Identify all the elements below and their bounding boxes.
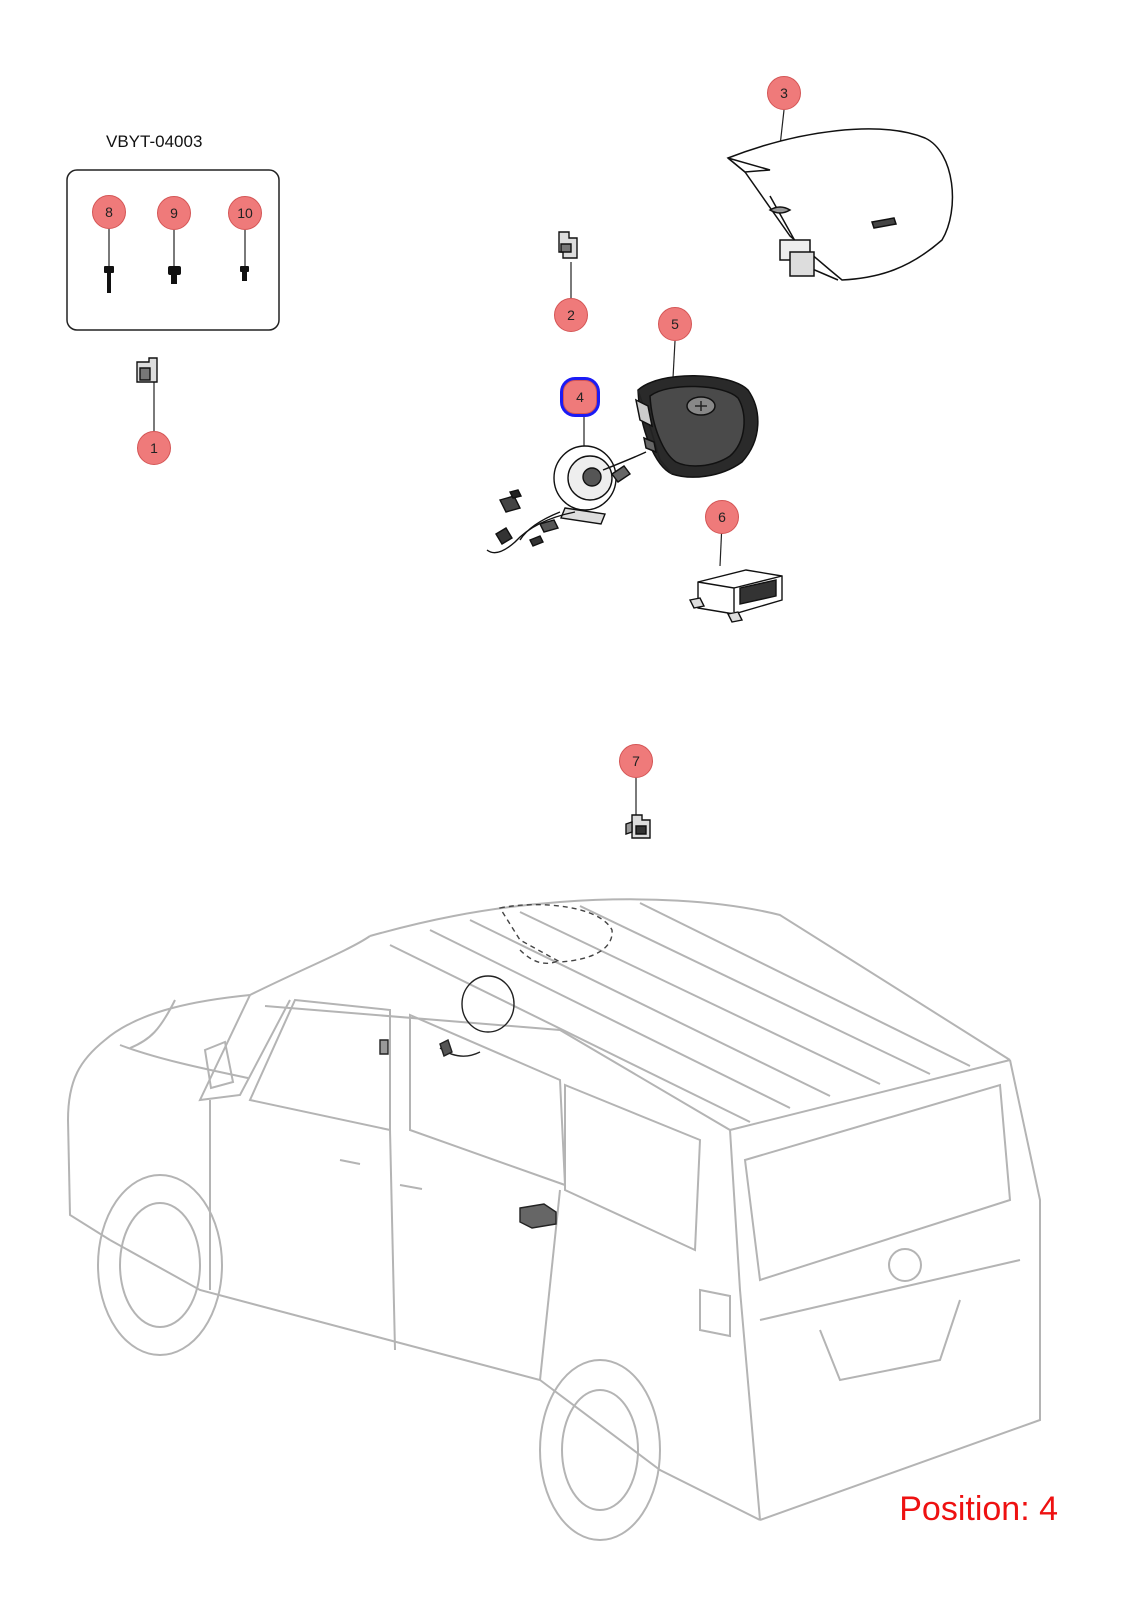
driver-airbag-module — [634, 375, 759, 478]
callout-3[interactable]: 3 — [767, 76, 801, 110]
callout-8[interactable]: 8 — [92, 195, 126, 229]
airbag-control-unit — [688, 569, 783, 623]
installed-parts — [379, 975, 557, 1229]
bolt-flange-icon — [168, 266, 181, 284]
callout-4[interactable]: 4 — [563, 380, 597, 414]
callout-2[interactable]: 2 — [554, 298, 588, 332]
callout-6[interactable]: 6 — [705, 500, 739, 534]
clock-spring-part4 — [486, 445, 647, 554]
crash-sensor-part1 — [136, 357, 158, 383]
callout-1[interactable]: 1 — [137, 431, 171, 465]
fastener-group-box — [66, 169, 280, 331]
bolt-short-icon — [240, 266, 249, 281]
crash-sensor-part7 — [625, 814, 651, 839]
callout-7[interactable]: 7 — [619, 744, 653, 778]
vehicle-outline — [66, 898, 1041, 1541]
fastener-group-label: VBYT-04003 — [106, 132, 203, 151]
position-indicator: Position: 4 — [899, 1490, 1058, 1528]
installed-parts-dashed — [498, 903, 613, 964]
callout-9[interactable]: 9 — [157, 196, 191, 230]
callout-10[interactable]: 10 — [228, 196, 262, 230]
callout-5[interactable]: 5 — [658, 307, 692, 341]
passenger-airbag-module — [726, 128, 954, 281]
crash-sensor-part2 — [558, 231, 578, 259]
bolt-long-icon — [104, 266, 114, 293]
